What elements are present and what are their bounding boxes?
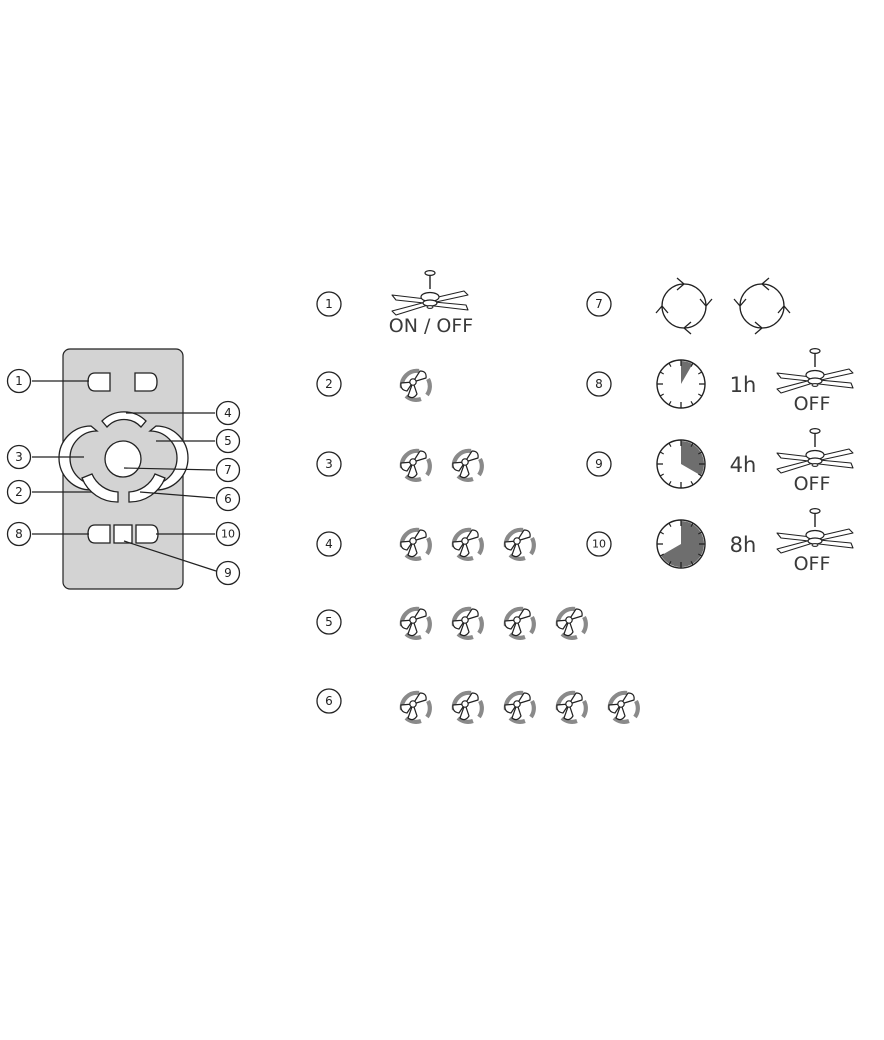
svg-text:6: 6: [325, 694, 333, 708]
svg-text:7: 7: [224, 463, 232, 477]
remote-button-power-left[interactable]: [87, 372, 111, 392]
fan-speed-icon: [453, 609, 482, 638]
remote-button-timer-left[interactable]: [87, 524, 111, 544]
timer-hours-label: 8h: [730, 533, 757, 557]
fan-speed-icon: [401, 371, 430, 400]
callout-3: 3: [6, 444, 32, 470]
fan-speed-icon: [557, 609, 586, 638]
svg-text:8: 8: [15, 527, 23, 541]
legend-item-10: 10 8h OFF: [586, 507, 854, 575]
svg-text:3: 3: [325, 457, 333, 471]
callout-10: 10: [215, 521, 241, 547]
timer-off-label: OFF: [794, 393, 831, 415]
remote-button-timer-middle[interactable]: [113, 524, 133, 544]
remote-button-power-right[interactable]: [134, 372, 158, 392]
timer-off-label: OFF: [794, 553, 831, 575]
fan-speed-icon: [505, 693, 534, 722]
remote-control: [58, 348, 189, 590]
svg-text:7: 7: [595, 297, 603, 311]
timer-wedge: [681, 441, 705, 476]
fan-speed-icon: [505, 530, 534, 559]
callout-4: 4: [215, 400, 241, 426]
remote-leader-lines: [32, 380, 217, 572]
timer-off-label: OFF: [794, 473, 831, 495]
callout-1: 1: [6, 368, 32, 394]
svg-text:1: 1: [15, 374, 23, 388]
svg-text:10: 10: [592, 538, 606, 551]
svg-text:2: 2: [325, 377, 333, 391]
svg-text:10: 10: [221, 528, 235, 541]
fan-speed-icon: [505, 609, 534, 638]
timer-wedge: [681, 361, 693, 384]
legend-item-4: 4: [316, 530, 534, 559]
remote-button-speed-bottom-left[interactable]: [81, 473, 119, 503]
legend: 1 ON / OFF 2 3 4 5: [316, 269, 854, 722]
ceiling-fan-icon: [776, 507, 854, 554]
timer-hours-label: 4h: [730, 453, 757, 477]
fan-speed-icon: [401, 530, 430, 559]
svg-text:8: 8: [595, 377, 603, 391]
callout-6: 6: [215, 486, 241, 512]
svg-text:3: 3: [15, 450, 23, 464]
legend-item-2: 2: [316, 371, 430, 400]
svg-text:1: 1: [325, 297, 333, 311]
remote-button-speed-bottom-right[interactable]: [128, 473, 166, 503]
remote-button-speed-top[interactable]: [101, 411, 147, 428]
ceiling-fan-icon: [776, 427, 854, 474]
svg-text:4: 4: [224, 406, 232, 420]
callout-9: 9: [215, 560, 241, 586]
timer-clock-icon: [656, 359, 706, 409]
fan-speed-icon: [401, 693, 430, 722]
callout-8: 8: [6, 521, 32, 547]
legend-item-9: 9 4h OFF: [586, 427, 854, 495]
legend-item-1: 1 ON / OFF: [316, 269, 473, 337]
ceiling-fan-icon: [391, 269, 469, 316]
svg-text:9: 9: [595, 457, 603, 471]
fan-speed-icon: [401, 451, 430, 480]
legend-item-6: 6: [316, 688, 638, 722]
legend-item-3: 3: [316, 451, 482, 480]
remote-callouts: 1 3 2 8 4 5 7 6 10 9: [6, 368, 241, 586]
timer-clock-icon: [656, 439, 706, 489]
remote-button-timer-right[interactable]: [135, 524, 159, 544]
svg-text:4: 4: [325, 537, 333, 551]
timer-clock-icon: [656, 519, 706, 569]
timer-wedge: [661, 521, 704, 567]
ceiling-fan-icon: [776, 347, 854, 394]
fan-speed-icon: [557, 693, 586, 722]
callout-7: 7: [215, 457, 241, 483]
fan-speed-icon: [401, 609, 430, 638]
fan-speed-icon: [453, 530, 482, 559]
svg-text:9: 9: [224, 566, 232, 580]
reverse-rotation-icon: [733, 277, 791, 335]
svg-text:5: 5: [224, 434, 232, 448]
legend-item-7: 7: [586, 277, 791, 335]
on-off-label: ON / OFF: [389, 315, 473, 337]
svg-text:2: 2: [15, 485, 23, 499]
remote-button-center[interactable]: [104, 440, 142, 478]
timer-hours-label: 1h: [730, 373, 757, 397]
fan-speed-icon: [453, 693, 482, 722]
fan-speed-icon: [453, 451, 482, 480]
reverse-rotation-icon: [655, 277, 713, 335]
legend-item-5: 5: [316, 609, 586, 638]
svg-text:5: 5: [325, 615, 333, 629]
callout-2: 2: [6, 479, 32, 505]
legend-item-8: 8 1h OFF: [586, 347, 854, 415]
fan-speed-icon: [609, 693, 638, 722]
svg-text:6: 6: [224, 492, 232, 506]
callout-5: 5: [215, 428, 241, 454]
